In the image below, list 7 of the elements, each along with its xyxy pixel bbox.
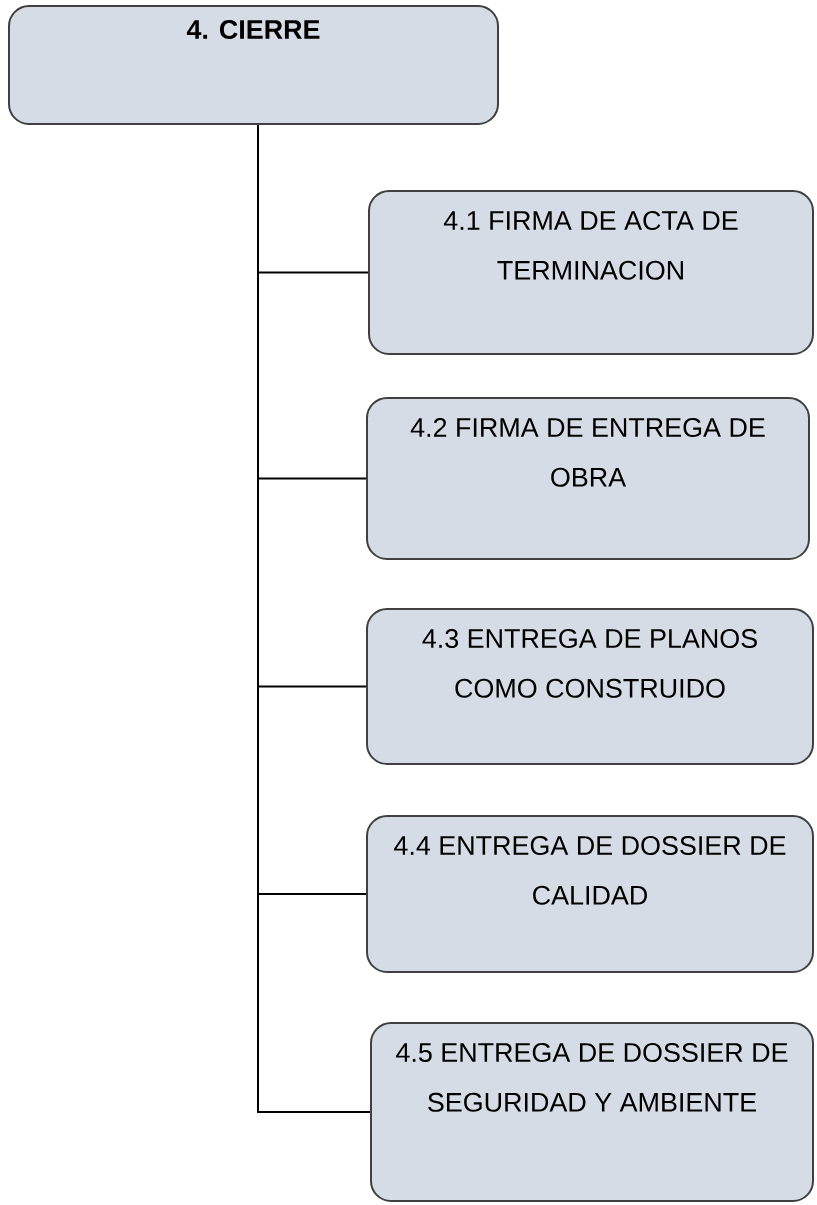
task-box: 4.4 ENTREGA DE DOSSIER DE CALIDAD — [366, 815, 814, 973]
task-box: 4.2 FIRMA DE ENTREGA DE OBRA — [366, 397, 810, 560]
connector-line — [257, 124, 371, 1113]
task-box: 4.1 FIRMA DE ACTA DE TERMINACION — [368, 190, 814, 355]
task-box: 4.5 ENTREGA DE DOSSIER DE SEGURIDAD Y AMBIENTE — [370, 1022, 814, 1202]
task-box: 4.3 ENTREGA DE PLANOS COMO CONSTRUIDO — [366, 608, 814, 765]
title-box: 4. CIERRE — [8, 5, 499, 125]
